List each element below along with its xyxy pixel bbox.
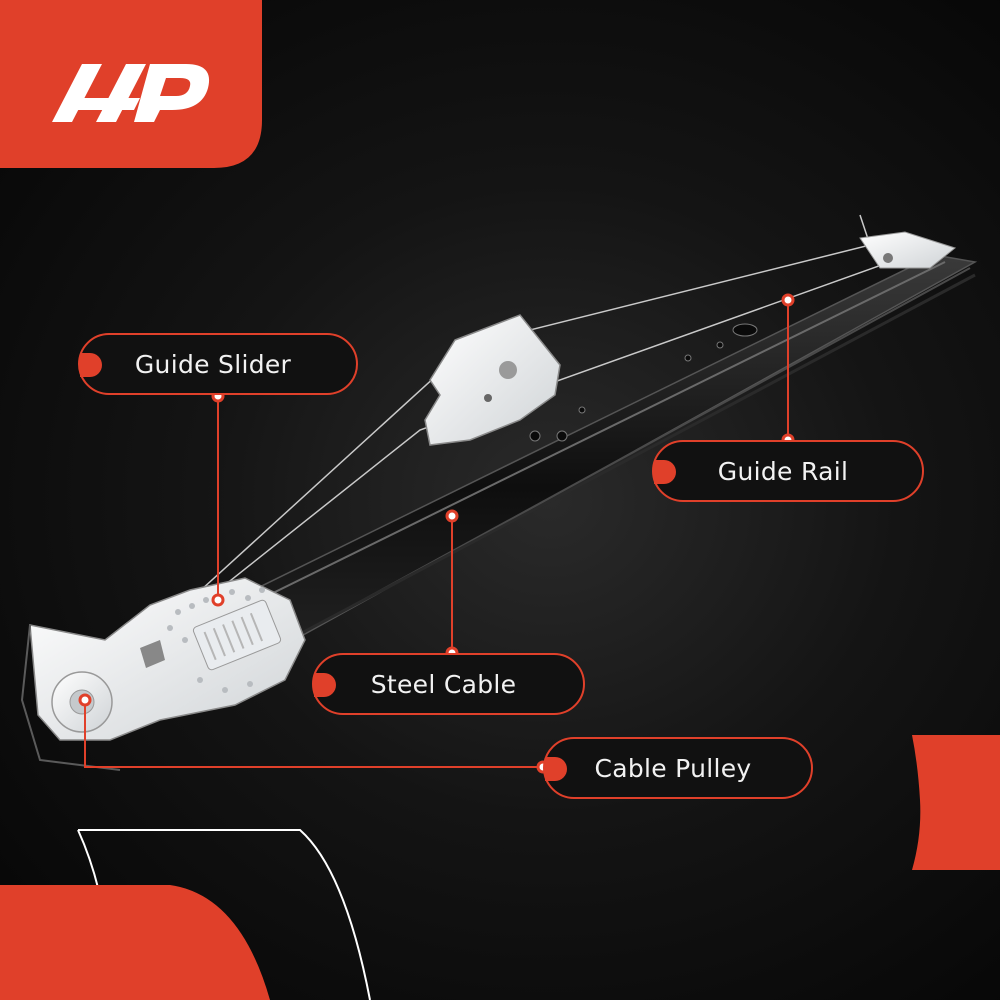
callout-tab-icon (654, 460, 676, 484)
callout-tab-icon (545, 757, 567, 781)
callout-guide-slider: Guide Slider (78, 333, 358, 395)
callout-guide-rail: Guide Rail (652, 440, 924, 502)
decor-bottom-block (0, 885, 270, 1000)
callout-guide-rail-label: Guide Rail (717, 456, 849, 486)
ap-logo-icon (52, 64, 210, 122)
rail-holes (529, 323, 758, 442)
callout-steel-cable: Steel Cable (312, 653, 585, 715)
upper-carrier-shape (424, 314, 561, 446)
callout-cable-pulley: Cable Pulley (543, 737, 813, 799)
leader-lines (84, 300, 789, 768)
decor-right-block (912, 735, 1000, 870)
rail-end-cap (859, 231, 957, 269)
callout-tab-icon (314, 673, 336, 697)
decor-white-outline (78, 829, 371, 1000)
callout-steel-cable-label: Steel Cable (370, 669, 517, 699)
lower-slider-shape (20, 577, 306, 771)
callout-guide-slider-label: Guide Slider (134, 349, 292, 379)
callout-tab-icon (80, 353, 102, 377)
callout-cable-pulley-label: Cable Pulley (594, 753, 752, 783)
